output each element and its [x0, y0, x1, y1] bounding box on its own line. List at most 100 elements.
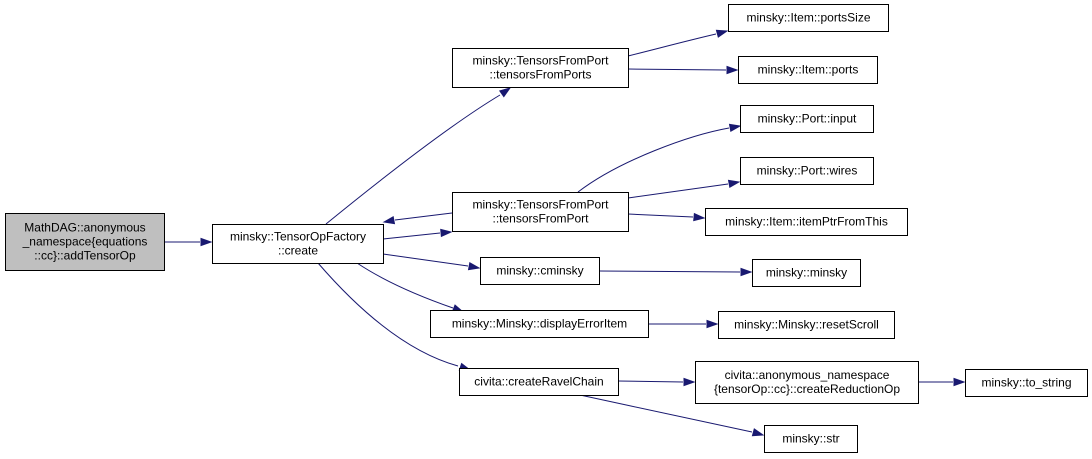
edge-root-to-create [164, 237, 213, 247]
node-box [738, 56, 878, 84]
node-box [212, 224, 384, 264]
edge-line [382, 253, 469, 267]
node-itemPtr[interactable]: minsky::Item::itemPtrFromThis [705, 208, 908, 236]
edge-tfpPort-to-itemPtr [627, 212, 706, 222]
node-box [965, 369, 1088, 397]
edge-line [627, 33, 717, 57]
node-label: minsky::to_string [981, 376, 1071, 390]
node-label: minsky::Item::portsSize [746, 11, 870, 25]
node-ports[interactable]: minsky::Item::ports [738, 56, 878, 84]
edge-tfpPort-to-portWires [627, 179, 741, 199]
node-portsSize[interactable]: minsky::Item::portsSize [728, 4, 889, 32]
node-label: MathDAG::anonymous [24, 221, 145, 235]
node-box [5, 213, 165, 271]
edge-ravel-to-reduction [617, 377, 696, 387]
node-label: civita::anonymous_namespace [725, 368, 890, 382]
node-label: minsky::Port::input [758, 112, 857, 126]
node-box [695, 361, 919, 404]
node-label: ::create [278, 244, 318, 258]
node-label: _namespace{equations [22, 235, 148, 249]
arrowhead-icon [727, 179, 741, 189]
edge-line [627, 213, 694, 218]
node-reduction[interactable]: civita::anonymous_namespace{tensorOp::cc… [695, 361, 919, 404]
node-label: ::cc}::addTensorOp [34, 249, 136, 263]
node-box [452, 192, 629, 232]
node-box [705, 208, 908, 236]
arrowhead-icon [715, 29, 729, 38]
edge-line [627, 183, 729, 199]
arrowhead-icon [726, 65, 739, 75]
node-label: minsky::TensorOpFactory [230, 230, 366, 244]
node-label: ::tensorsFromPort [492, 212, 589, 226]
edge-ravel-to-strFn [579, 394, 765, 437]
node-box [452, 48, 629, 88]
node-label: minsky::Item::itemPtrFromThis [725, 215, 888, 229]
arrowhead-icon [728, 123, 742, 133]
edge-line [627, 68, 727, 71]
node-root[interactable]: MathDAG::anonymous_namespace{equations::… [5, 213, 165, 271]
edge-line [325, 94, 501, 225]
node-label: civita::createRavelChain [474, 375, 603, 389]
arrowhead-icon [953, 377, 966, 387]
edge-create-to-tfpPorts [325, 87, 512, 225]
arrowhead-icon [683, 377, 696, 387]
node-box [718, 311, 895, 339]
edge-reduction-to-toString [918, 377, 966, 387]
node-label: minsky::TensorsFromPort [472, 198, 609, 212]
edge-create-to-tfpPort [382, 228, 453, 240]
node-label: ::tensorsFromPorts [489, 68, 591, 82]
node-label: {tensorOp::cc}::createReductionOp [714, 382, 900, 396]
node-portInput[interactable]: minsky::Port::input [740, 105, 874, 133]
edge-line [382, 232, 441, 240]
edge-tfpPort-to-portInput [577, 123, 742, 193]
arrowhead-icon [751, 428, 765, 437]
arrowhead-icon [440, 228, 453, 238]
node-portWires[interactable]: minsky::Port::wires [740, 157, 874, 185]
node-box [752, 259, 861, 287]
edge-tfpPorts-to-portsSize [627, 29, 729, 57]
edge-create-to-displayError [356, 262, 465, 313]
node-box [480, 257, 600, 285]
node-ravel[interactable]: civita::createRavelChain [459, 368, 619, 396]
node-label: minsky::Minsky::resetScroll [734, 318, 879, 332]
edge-line [317, 262, 459, 367]
node-box [459, 368, 619, 396]
node-label: minsky::Item::ports [758, 63, 859, 77]
arrowhead-icon [467, 261, 481, 271]
edge-line [617, 380, 684, 383]
node-tfpPort[interactable]: minsky::TensorsFromPort::tensorsFromPort [452, 192, 629, 232]
edge-create-to-cminsky [382, 253, 481, 271]
node-minskyFn[interactable]: minsky::minsky [752, 259, 861, 287]
node-strFn[interactable]: minsky::str [764, 425, 858, 453]
arrowhead-icon [693, 212, 706, 222]
node-resetScroll[interactable]: minsky::Minsky::resetScroll [718, 311, 895, 339]
arrowhead-icon [706, 319, 719, 329]
node-displayError[interactable]: minsky::Minsky::displayErrorItem [430, 310, 649, 338]
node-label: minsky::Port::wires [757, 164, 858, 178]
edge-layer [164, 29, 966, 437]
node-toString[interactable]: minsky::to_string [965, 369, 1088, 397]
node-box [740, 105, 874, 133]
node-create[interactable]: minsky::TensorOpFactory::create [212, 224, 384, 264]
edge-line [577, 127, 730, 193]
edge-line [598, 270, 741, 273]
edge-line [356, 262, 454, 309]
node-tfpPorts[interactable]: minsky::TensorsFromPort::tensorsFromPort… [452, 48, 629, 88]
node-label: minsky::cminsky [496, 264, 583, 278]
node-box [740, 157, 874, 185]
node-label: minsky::minsky [766, 266, 847, 280]
node-label: minsky::TensorsFromPort [472, 54, 609, 68]
node-label: minsky::str [782, 432, 839, 446]
arrowhead-icon [382, 215, 396, 225]
node-box [764, 425, 858, 453]
node-box [430, 310, 649, 338]
node-cminsky[interactable]: minsky::cminsky [480, 257, 600, 285]
arrowhead-icon [740, 267, 753, 277]
edge-tfpPort-to-create [382, 212, 453, 225]
edge-tfpPorts-to-ports [627, 65, 739, 75]
edge-line [394, 212, 453, 221]
node-box [728, 4, 889, 32]
arrowhead-icon [200, 237, 213, 247]
arrowhead-icon [498, 87, 512, 98]
